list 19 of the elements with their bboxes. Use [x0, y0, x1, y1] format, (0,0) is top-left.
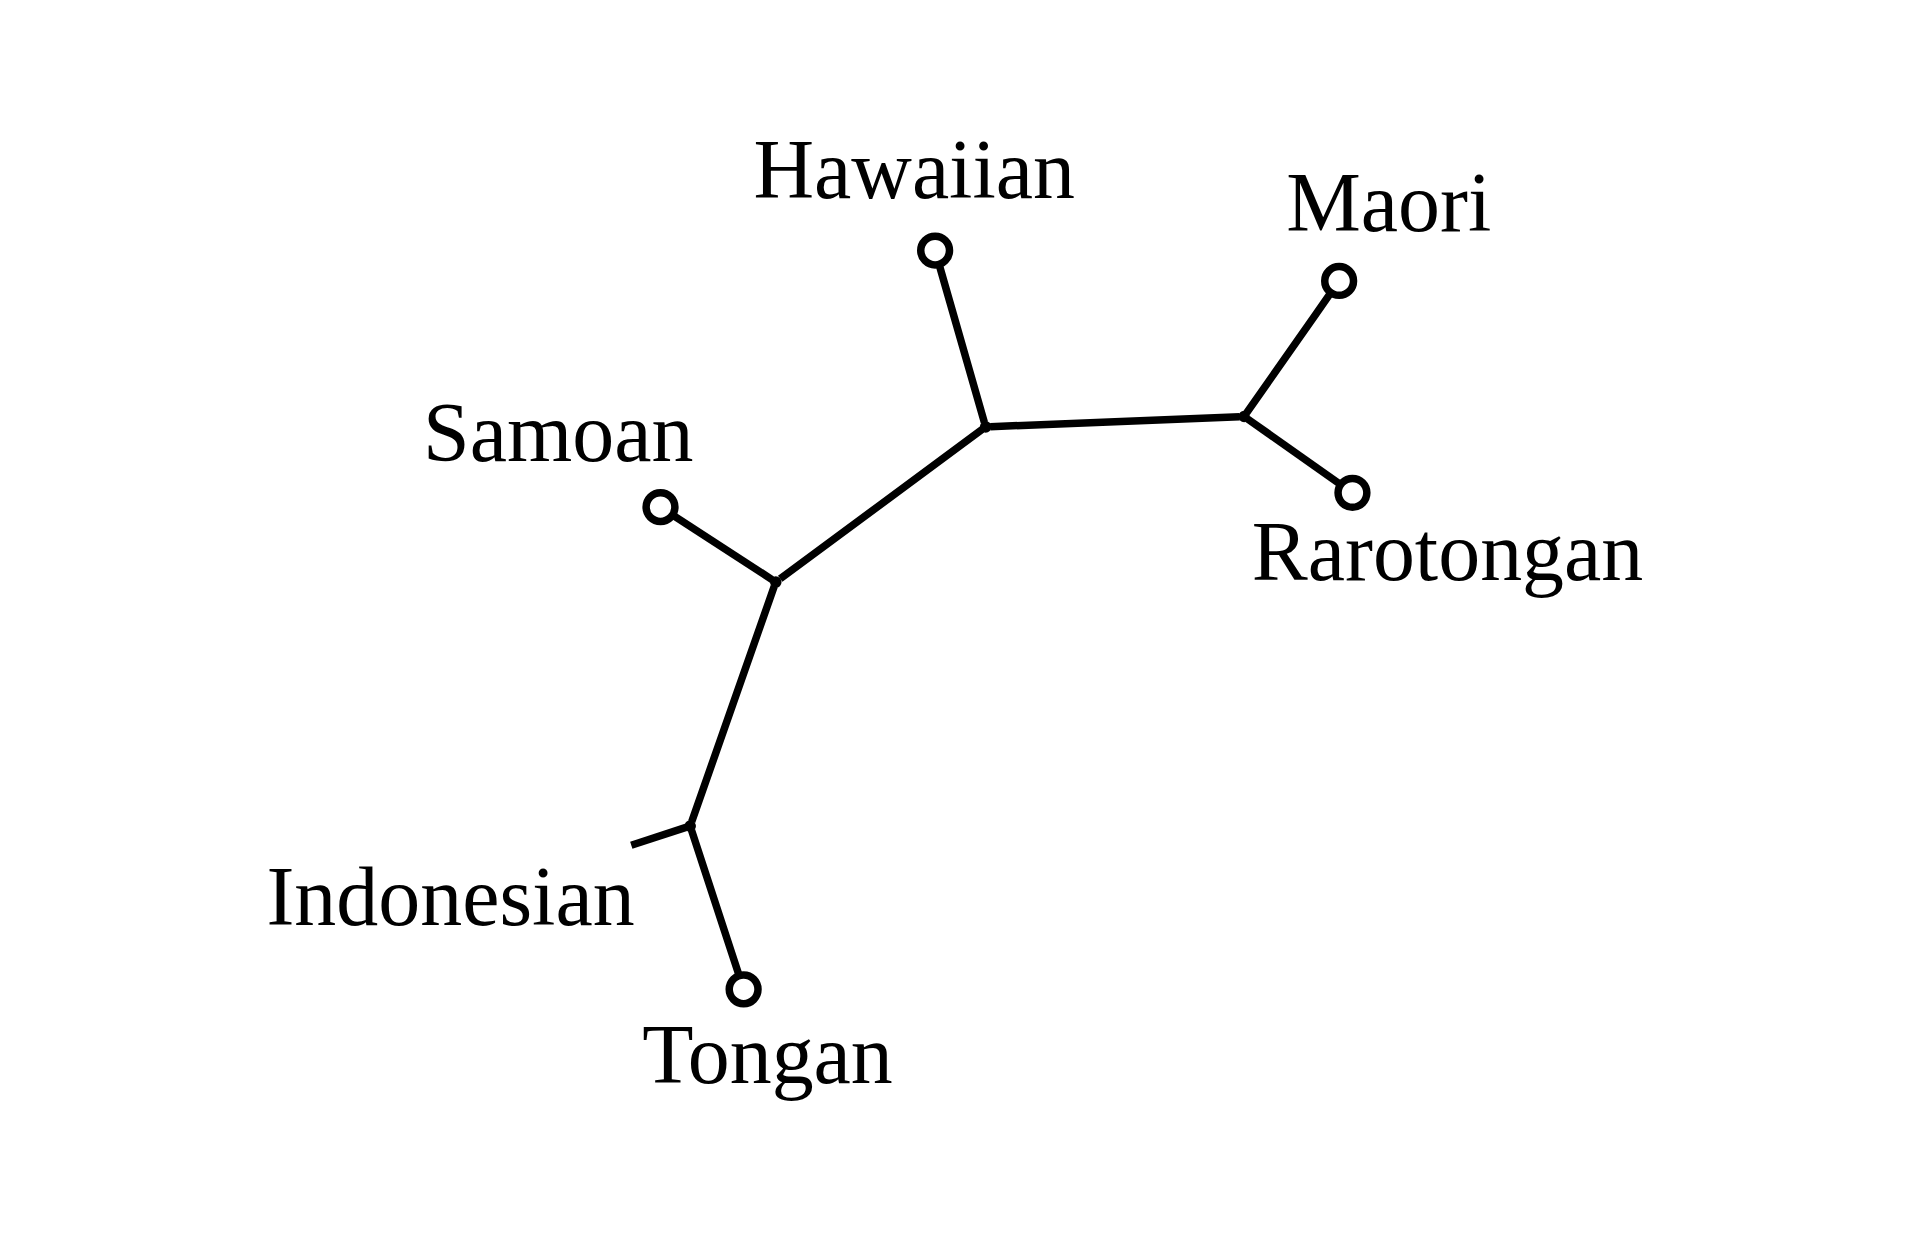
- node-text: Hawaiian: [753, 122, 1075, 216]
- node-text: Indonesian: [266, 849, 635, 943]
- connector: [1245, 415, 1371, 511]
- node-point: [1238, 410, 1250, 422]
- node-text: Maori: [1286, 155, 1492, 249]
- connector: [687, 828, 762, 1007]
- node-text: Samoan: [423, 385, 694, 479]
- node-point: [979, 420, 992, 433]
- node-point: [684, 819, 696, 832]
- node-point: [769, 575, 782, 588]
- connector: [1243, 262, 1358, 415]
- node-text: Tongan: [642, 1007, 893, 1101]
- node-text: Rarotongan: [1251, 504, 1644, 598]
- connector: [688, 584, 778, 823]
- connector: [642, 488, 775, 583]
- connector: [917, 231, 988, 424]
- connector: [630, 823, 688, 849]
- connector: [990, 412, 1240, 430]
- connector: [777, 426, 985, 582]
